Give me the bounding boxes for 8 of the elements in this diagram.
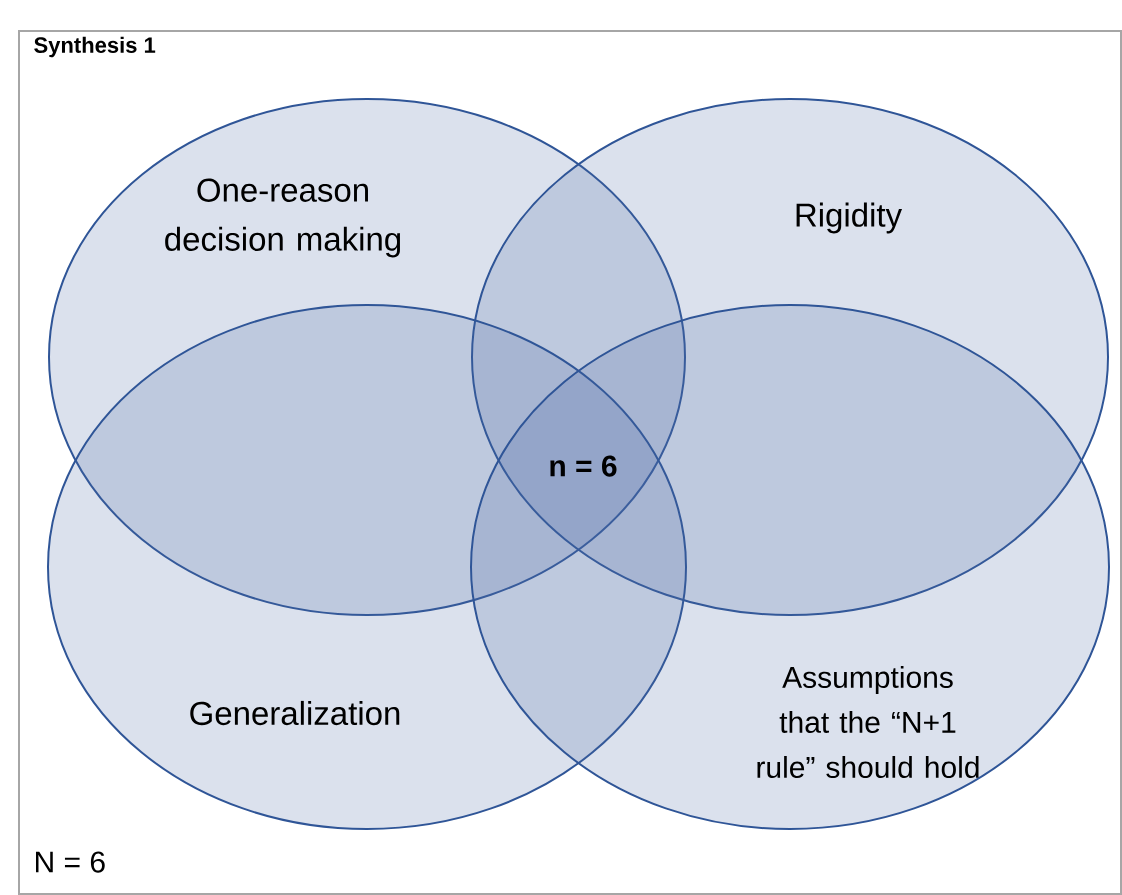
ellipse-label: One-reason decision making — [165, 178, 401, 258]
venn-ellipse — [471, 98, 1109, 616]
title: Synthesis 1 — [34, 36, 156, 58]
ellipse-label: Generalization — [190, 700, 400, 726]
ellipse-label: Assumptions that the “N+1 rule” should hold — [757, 666, 979, 779]
venn-ellipse — [470, 304, 1110, 830]
count-label: n = 6 — [550, 455, 617, 477]
ellipse-label: Rigidity — [796, 202, 902, 234]
